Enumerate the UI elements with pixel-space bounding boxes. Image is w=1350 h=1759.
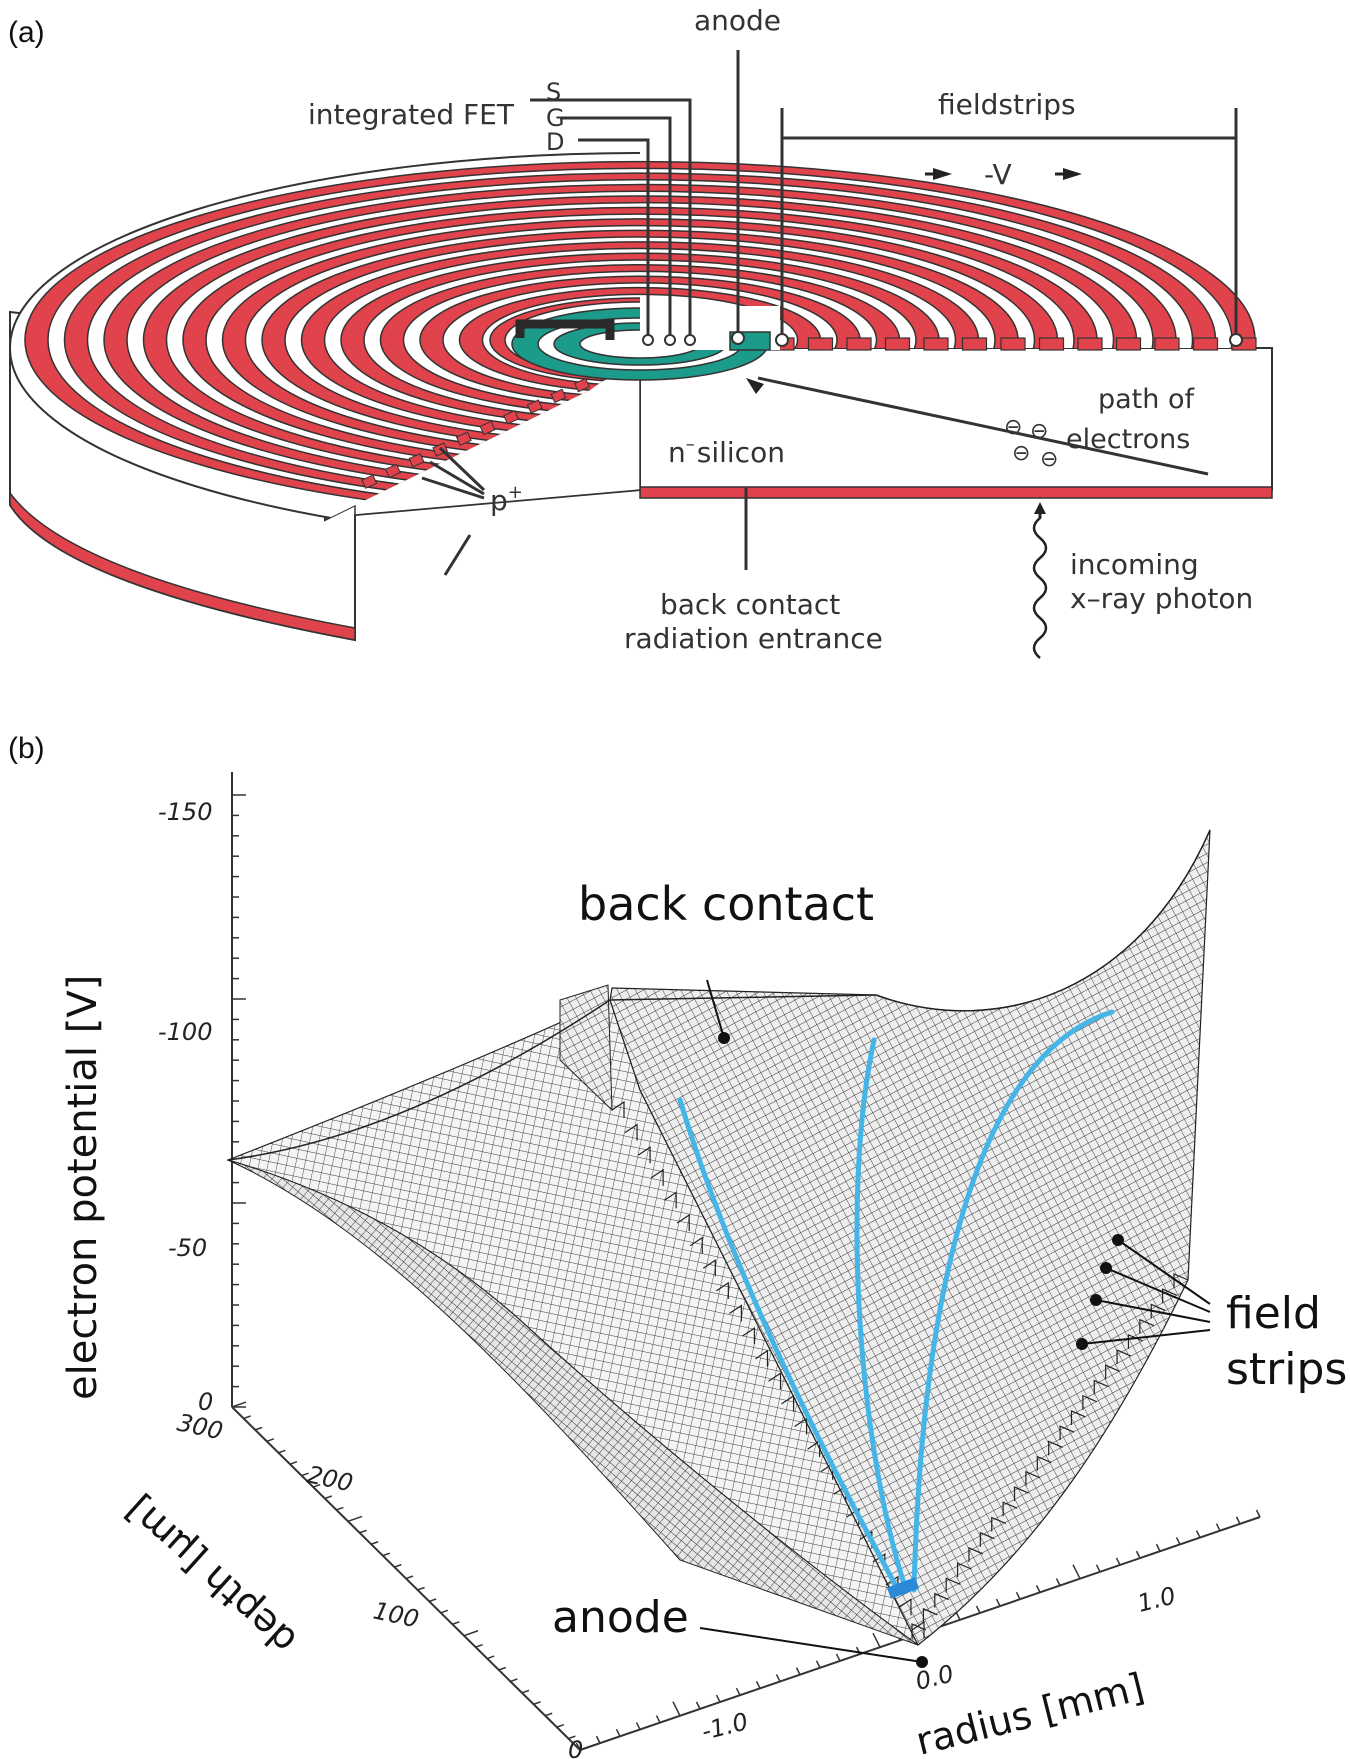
p-plus-label: p+ [490, 482, 523, 517]
integrated-fet [511, 306, 780, 381]
back-contact-label-b: back contact [578, 877, 874, 931]
electron-trajectories [677, 1009, 1115, 1593]
gate-label: G [546, 104, 565, 132]
z-tick-50: -50 [168, 1234, 207, 1262]
source-label: S [546, 78, 561, 106]
incoming-label-1: incoming [1070, 548, 1199, 581]
depth-tick-300: 300 [175, 1408, 226, 1445]
leader-lines [421, 50, 1238, 576]
back-contact-label-2: radiation entrance [624, 622, 883, 655]
drain-label: D [546, 128, 564, 156]
svg-text:⊖: ⊖ [1030, 419, 1048, 444]
fet-label: integrated FET [308, 98, 515, 131]
panel-b-tag: (b) [8, 732, 45, 765]
depth-tick-200: 200 [305, 1460, 356, 1497]
path-label-1: path of [1098, 384, 1195, 415]
anode-label-a: anode [694, 4, 781, 37]
path-label-2: electrons [1066, 424, 1190, 455]
radius-tick-minus1: -1.0 [699, 1707, 751, 1745]
photon-wave [1032, 510, 1048, 659]
z-axis-label: electron potential [V] [60, 975, 106, 1400]
depth-axis-label: depth [µm] [117, 1487, 305, 1663]
panel-b-potential-plot: (b) [8, 732, 1347, 1759]
svg-text:⊖: ⊖ [1004, 415, 1022, 440]
voltage-label: -V [984, 158, 1012, 191]
silicon-label: n–silicon [668, 434, 785, 469]
svg-text:⊖: ⊖ [1040, 447, 1058, 472]
svg-text:⊖: ⊖ [1012, 441, 1030, 466]
radius-tick-1: 1.0 [1135, 1581, 1179, 1617]
electron-symbols: ⊖ ⊖ ⊖ ⊖ [1004, 415, 1058, 472]
depth-tick-0: 0 [568, 1736, 583, 1759]
field-strips-label-2: strips [1226, 1344, 1347, 1395]
back-contact-left [9, 490, 356, 641]
anode-label-b: anode [552, 1592, 689, 1643]
z-tick-150: -150 [158, 798, 212, 826]
z-tick-0: 0 [198, 1388, 213, 1416]
panel-a-tag: (a) [8, 16, 45, 49]
fieldstrips-label: fieldstrips [938, 88, 1076, 121]
back-contact-right [639, 486, 1273, 499]
panel-a-device-diagram: (a) integrated FET S G D anode fieldstri… [8, 4, 1273, 659]
field-strips-label-1: field [1226, 1288, 1321, 1339]
fieldstrip-rings [24, 160, 640, 520]
potential-surface [226, 829, 1211, 1646]
z-tick-100: -100 [158, 1018, 212, 1046]
back-contact-label-1: back contact [660, 588, 840, 621]
depth-tick-100: 100 [371, 1596, 422, 1633]
incoming-label-2: x–ray photon [1070, 582, 1253, 615]
